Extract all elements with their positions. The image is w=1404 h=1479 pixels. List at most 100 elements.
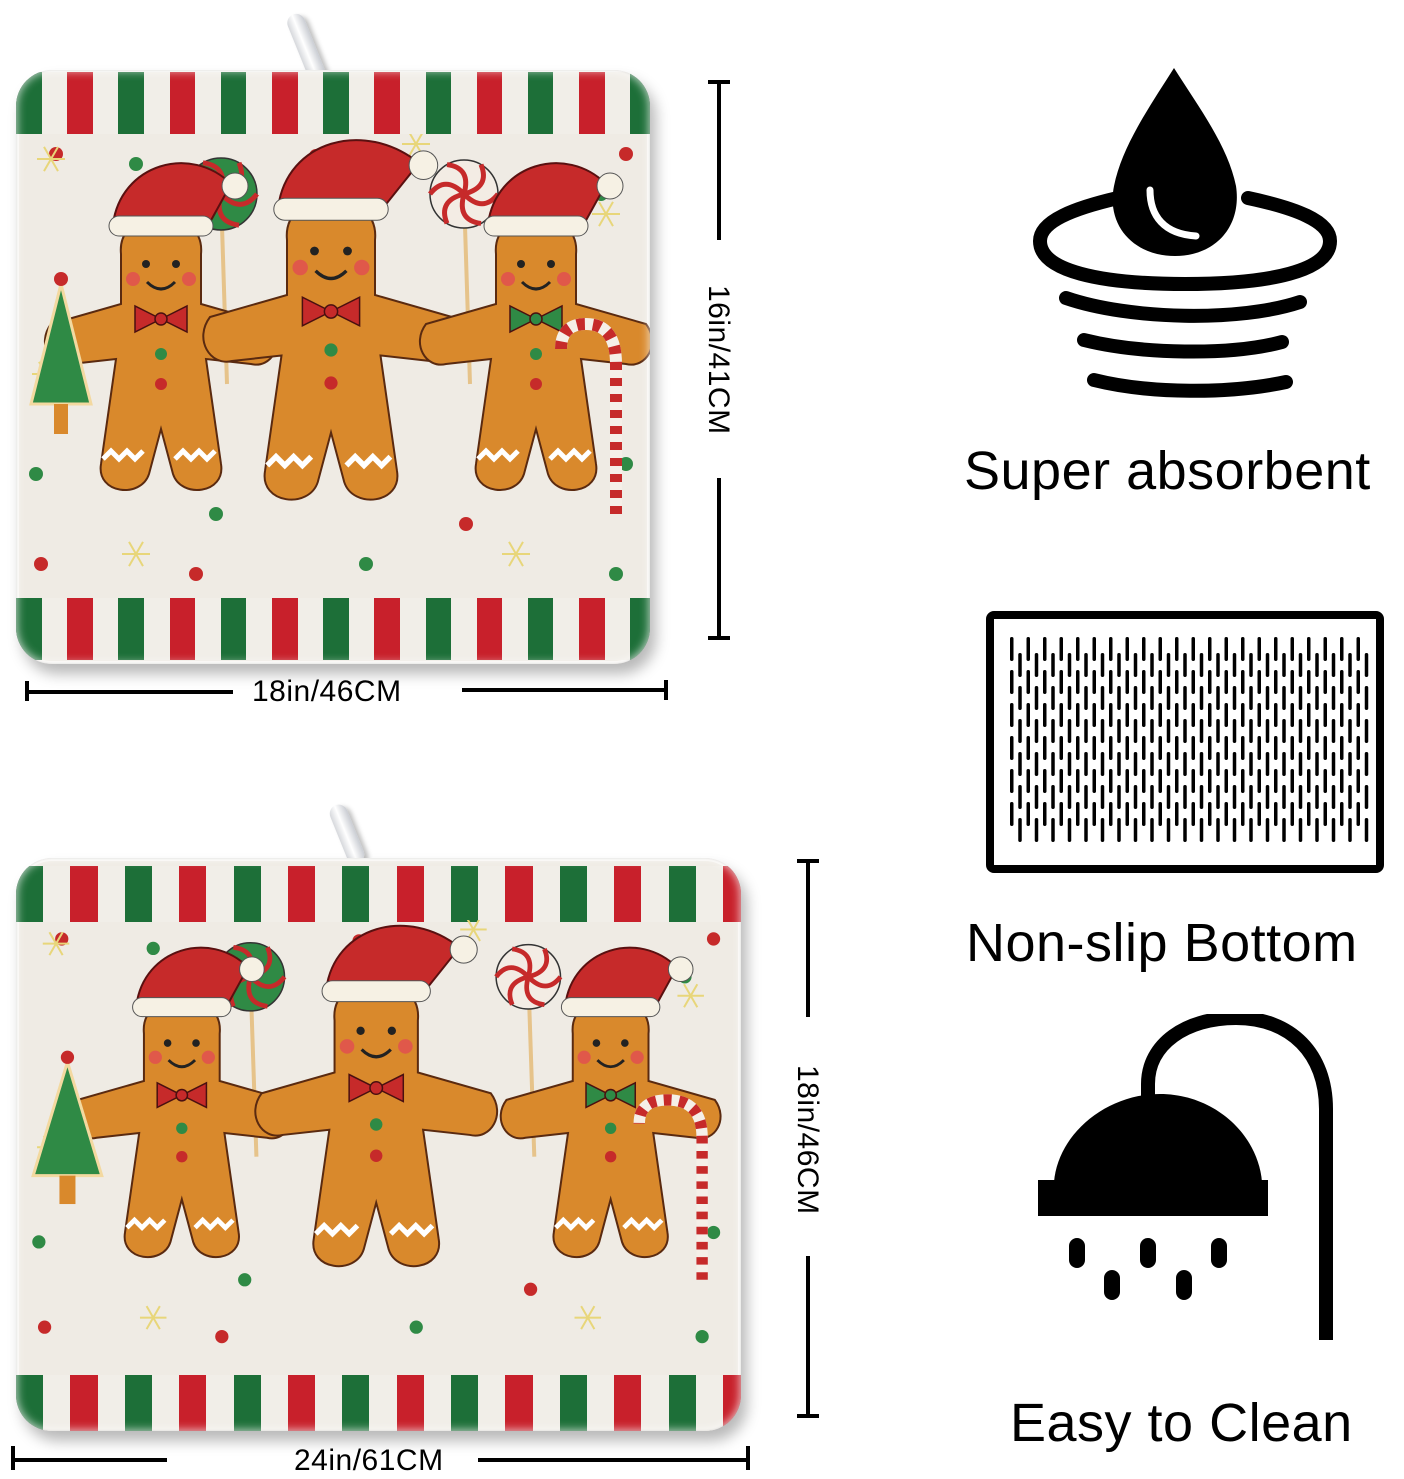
stripe: [118, 72, 144, 134]
stripe: [67, 598, 93, 660]
stripe: [425, 72, 452, 134]
stripe: [143, 598, 170, 660]
stripe: [614, 1375, 642, 1431]
stripe: [553, 598, 580, 660]
height-dimension-line: [717, 80, 721, 240]
stripe: [70, 1375, 98, 1431]
width-dimension-line: [478, 1458, 748, 1462]
stripe: [423, 1375, 451, 1431]
stripe: [118, 598, 144, 660]
stripe: [260, 866, 288, 922]
stripe: [206, 866, 234, 922]
stripe: [451, 1375, 479, 1431]
stripe: [614, 866, 642, 922]
stripe: [451, 72, 477, 134]
hanging-loop: [327, 801, 367, 867]
stripe: [451, 598, 477, 660]
stripe: [559, 1375, 587, 1431]
stripe: [315, 1375, 343, 1431]
stripe: [151, 1375, 180, 1431]
stripe: [668, 866, 696, 922]
stripe: [502, 72, 528, 134]
stripe: [260, 1375, 288, 1431]
stripe: [315, 866, 343, 922]
stripe: [124, 866, 152, 922]
stripe: [586, 866, 615, 922]
stripe: [323, 598, 349, 660]
stripe: [604, 72, 631, 134]
width-dimension-line: [15, 1458, 165, 1462]
stripe: [16, 72, 42, 134]
dimension-cap: [797, 1414, 819, 1418]
stripe: [220, 72, 247, 134]
gingerbread-illustration: [29, 134, 650, 581]
stripe: [70, 866, 98, 922]
stripe: [348, 598, 375, 660]
dimension-cap: [708, 636, 730, 640]
stripe: [451, 866, 479, 922]
stripe: [169, 72, 196, 134]
stripe: [206, 1375, 234, 1431]
stripe: [92, 598, 119, 660]
stripe: [41, 72, 68, 134]
stripe: [425, 598, 452, 660]
stripe: [579, 598, 605, 660]
height-dimension-line: [717, 478, 721, 638]
stripe: [43, 1375, 71, 1431]
stripe: [233, 866, 261, 922]
stripe: [287, 866, 316, 922]
stripe: [369, 1375, 397, 1431]
stripe: [505, 1375, 533, 1431]
stripe: [287, 1375, 316, 1431]
height-dimension-label: 18in/46CM: [791, 1065, 824, 1215]
stripe: [532, 1375, 560, 1431]
stripe: [579, 72, 605, 134]
stripe: [169, 598, 196, 660]
stripe: [641, 866, 669, 922]
stripe: [233, 1375, 261, 1431]
stripe: [527, 598, 554, 660]
stripe: [179, 1375, 207, 1431]
top-stripe-border: [16, 866, 741, 922]
stripe: [323, 72, 349, 134]
feature-label-absorbent: Super absorbent: [964, 441, 1371, 501]
dimension-cap: [746, 1446, 750, 1470]
width-dimension-label: 18in/46CM: [252, 675, 402, 708]
feature-label-non-slip: Non-slip Bottom: [966, 913, 1358, 973]
dimension-cap: [664, 680, 668, 700]
stripe: [396, 866, 424, 922]
stripe: [586, 1375, 615, 1431]
stripe: [97, 866, 125, 922]
stripe: [342, 1375, 370, 1431]
stripe: [271, 598, 298, 660]
stripe: [374, 72, 400, 134]
stripe: [559, 866, 587, 922]
stripe: [423, 866, 451, 922]
stripe: [476, 72, 503, 134]
stripe: [478, 866, 506, 922]
non-slip-grid-icon: [986, 611, 1384, 873]
stripe: [143, 72, 170, 134]
stripe: [246, 72, 272, 134]
top-stripe-border: [16, 72, 650, 134]
stripe: [16, 866, 44, 922]
stripe: [374, 598, 400, 660]
stripe: [668, 1375, 696, 1431]
width-dimension-line: [462, 688, 666, 692]
stripe: [399, 72, 426, 134]
shower-icon: [1038, 1014, 1333, 1340]
stripe: [297, 598, 324, 660]
water-drop-icon: [1032, 68, 1338, 359]
stripe: [151, 866, 180, 922]
stripe: [179, 866, 207, 922]
stripe: [195, 72, 221, 134]
stripe: [695, 1375, 723, 1431]
stripe: [297, 72, 324, 134]
stripe: [97, 1375, 125, 1431]
bottom-stripe-border: [16, 598, 650, 660]
stripe: [641, 1375, 669, 1431]
stripe: [67, 72, 93, 134]
stripe: [43, 866, 71, 922]
stripe: [92, 72, 119, 134]
stripe: [502, 598, 528, 660]
